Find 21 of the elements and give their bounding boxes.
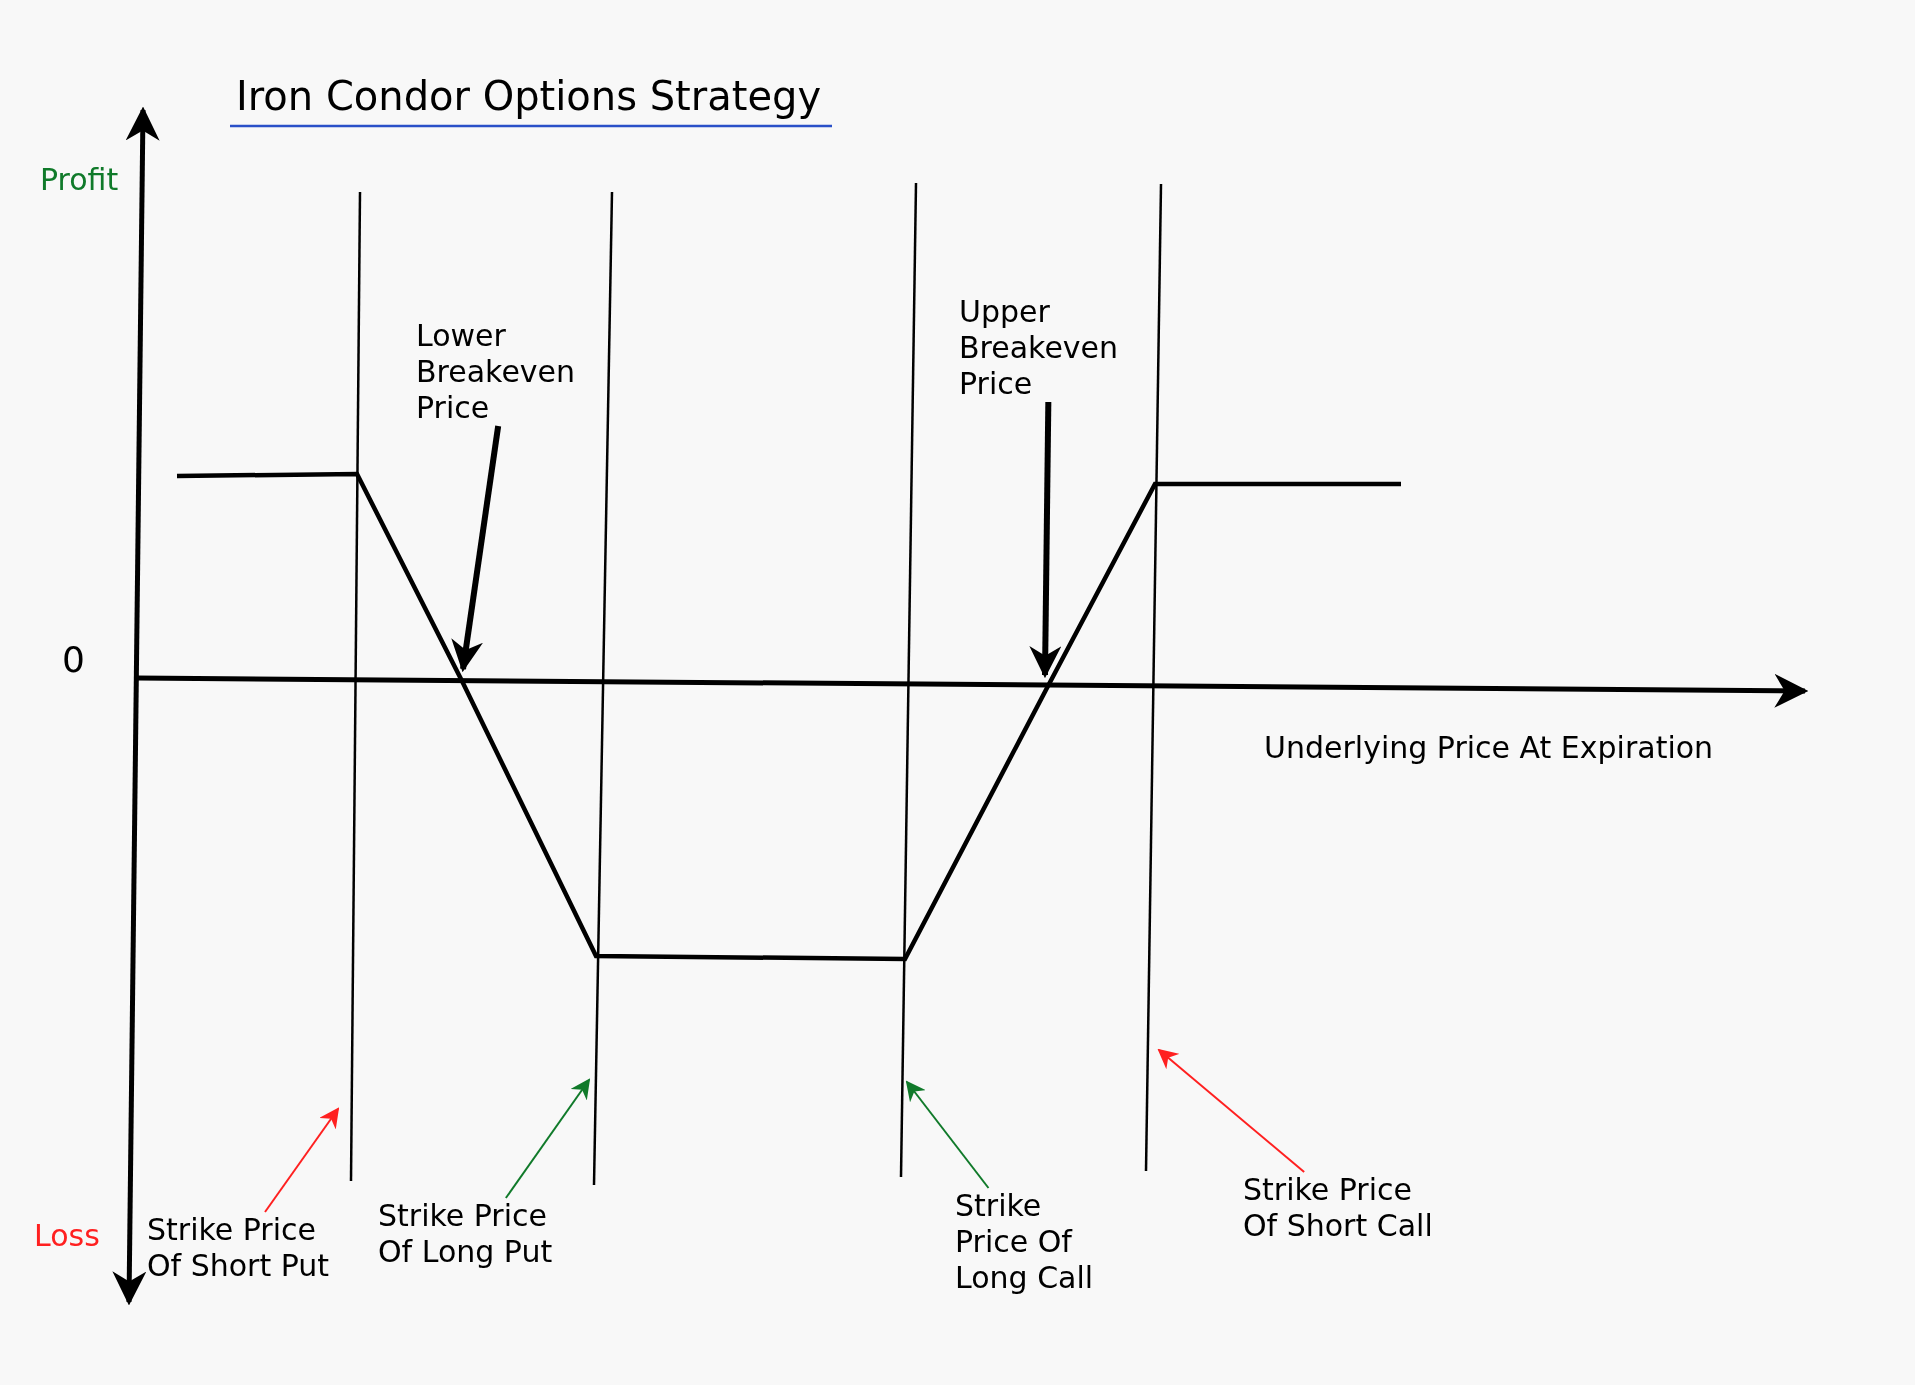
axis-label: 0 bbox=[62, 638, 85, 682]
leader-arrow bbox=[905, 1080, 990, 1189]
axis-label: Profit bbox=[40, 162, 119, 198]
callout-text: Strike Price Of Short Put bbox=[147, 1212, 332, 1284]
strike-price-line bbox=[899, 183, 918, 1177]
strike-price-line bbox=[592, 191, 614, 1186]
diagram-title: Iron Condor Options Strategy bbox=[236, 72, 822, 120]
leader-arrow bbox=[1029, 401, 1062, 679]
callout-text: Strike Price Of Long Call bbox=[955, 1188, 1105, 1296]
leader-arrow bbox=[504, 1078, 591, 1199]
callout-text: Upper Breakeven Price bbox=[959, 294, 1139, 402]
leader-arrow bbox=[451, 425, 502, 673]
strike-price-line bbox=[349, 192, 362, 1181]
leader-arrow bbox=[264, 1107, 340, 1213]
axis-label: Loss bbox=[34, 1218, 100, 1254]
leader-arrow bbox=[1157, 1048, 1306, 1173]
strike-price-line bbox=[1144, 184, 1163, 1171]
axis-label: Underlying Price At Expiration bbox=[1264, 730, 1714, 766]
callout-text: Strike Price Of Long Put bbox=[378, 1198, 583, 1270]
callout-text: Lower Breakeven Price bbox=[416, 318, 596, 426]
callout-text: Strike Price Of Short Call bbox=[1243, 1172, 1451, 1244]
